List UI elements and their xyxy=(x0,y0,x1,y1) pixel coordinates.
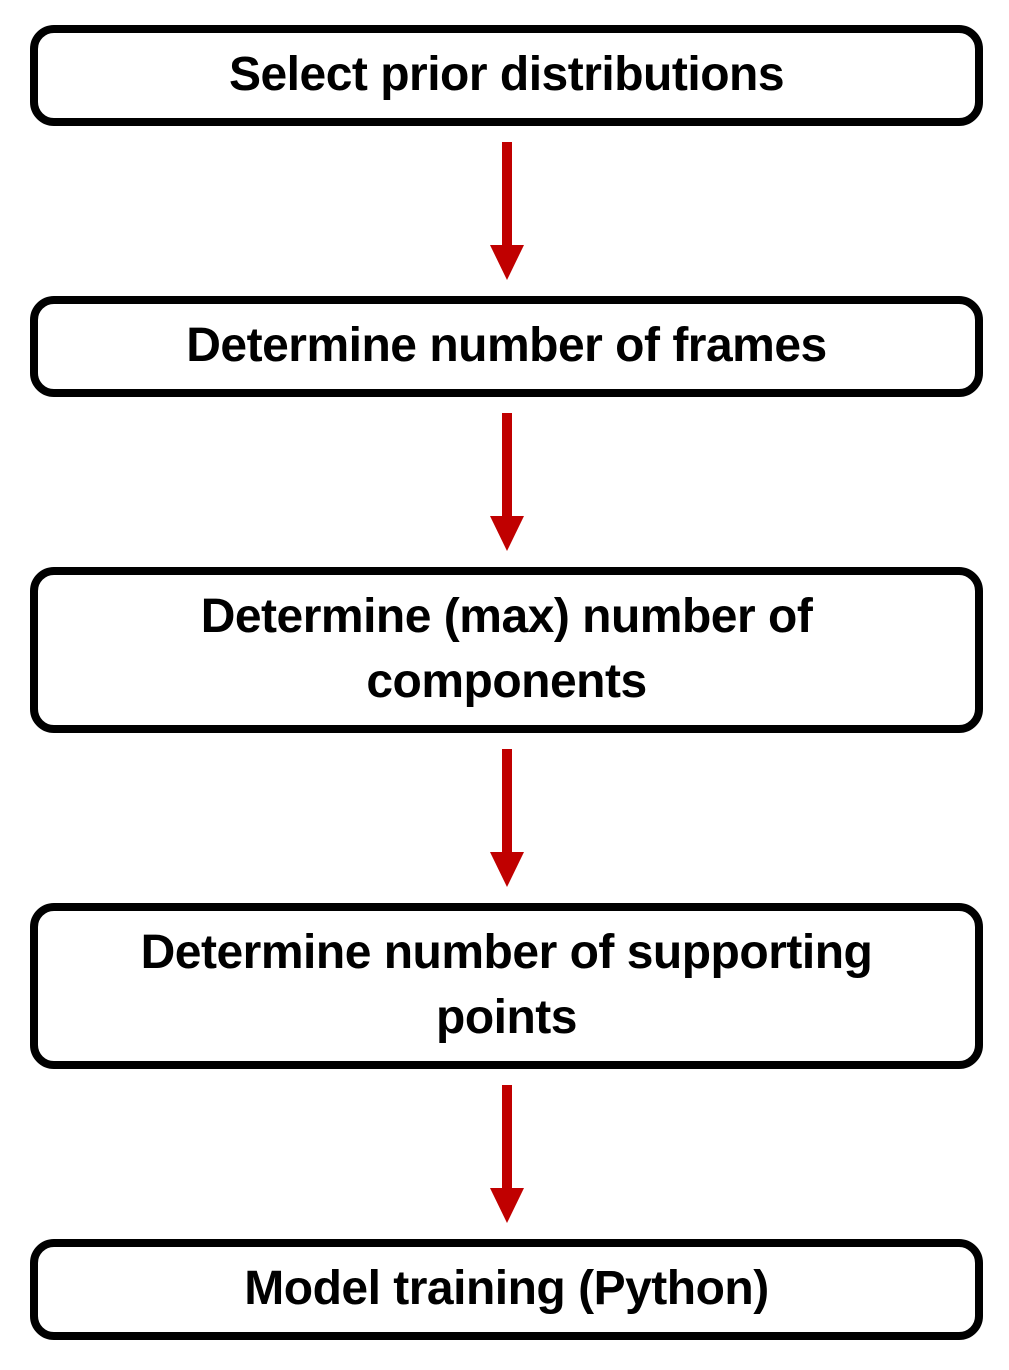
down-arrow-icon xyxy=(489,1085,524,1223)
flow-node-select-priors: Select prior distributions xyxy=(30,25,983,126)
flow-node-num-components: Determine (max) number of components xyxy=(30,567,983,733)
flow-node-label: Determine number of supporting points xyxy=(140,926,873,1044)
down-arrow-icon xyxy=(489,413,524,551)
flow-node-label: Determine (max) number of components xyxy=(200,590,813,708)
down-arrow-icon xyxy=(489,142,524,280)
down-arrow-icon xyxy=(489,749,524,887)
flow-node-num-frames: Determine number of frames xyxy=(30,296,983,397)
flow-node-label: Determine number of frames xyxy=(186,319,827,373)
flow-node-model-training: Model training (Python) xyxy=(30,1239,983,1340)
flow-node-label: Model training (Python) xyxy=(244,1262,769,1316)
flow-node-num-supporting-points: Determine number of supporting points xyxy=(30,903,983,1069)
flow-node-label: Select prior distributions xyxy=(228,48,785,102)
